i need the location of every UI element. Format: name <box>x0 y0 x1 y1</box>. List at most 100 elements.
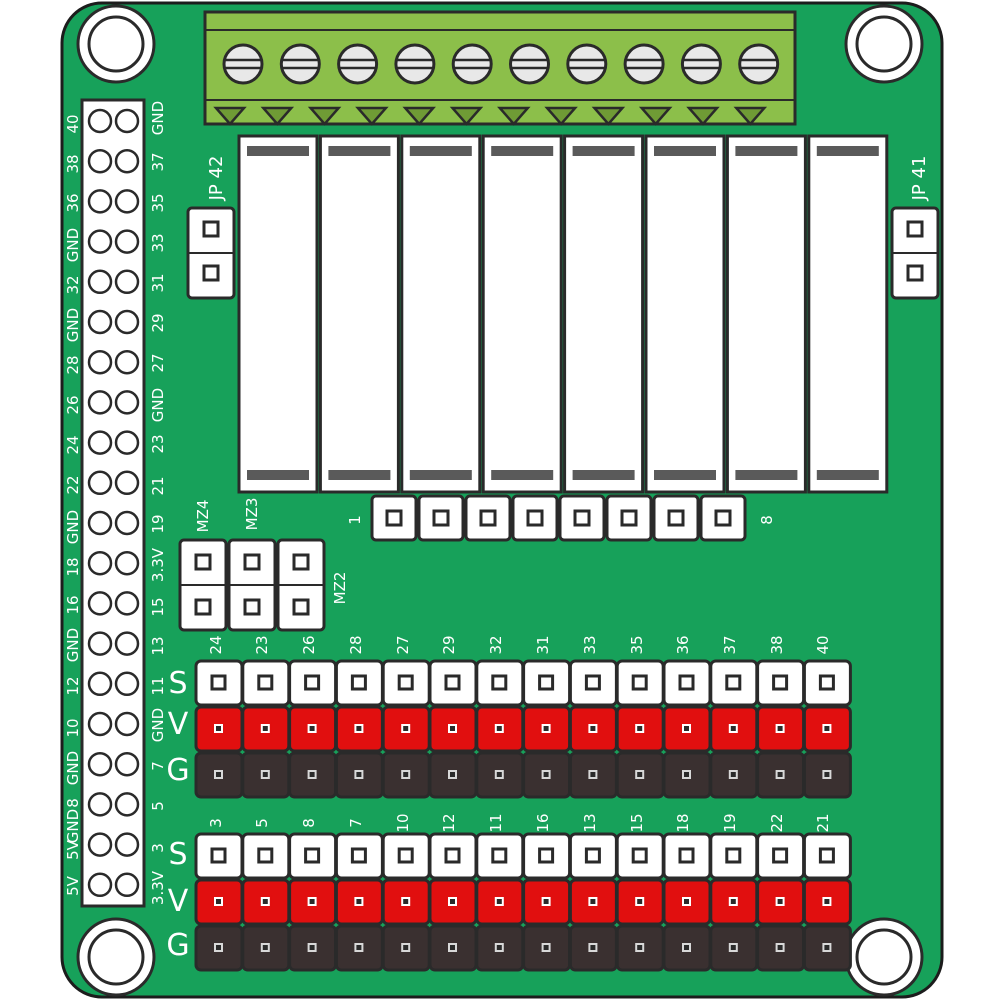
terminal-wire-entry <box>733 106 768 126</box>
voltage-pin <box>241 705 291 753</box>
jp41-label: JP 41 <box>909 156 930 202</box>
row-label-g-bottom: G <box>166 928 189 963</box>
row-label-v-top: V <box>168 707 189 742</box>
gpio-pin <box>114 390 140 415</box>
signal-pin <box>428 659 478 707</box>
bottom-col-label: 19 <box>721 813 739 832</box>
voltage-pin <box>756 705 806 753</box>
gpio-right-label: 3.3V <box>149 870 167 905</box>
signal-pin <box>756 832 806 880</box>
ground-pin <box>709 924 759 972</box>
signal-pin <box>288 659 338 707</box>
signal-pin <box>662 659 712 707</box>
ground-pin <box>241 924 291 972</box>
voltage-pin <box>709 878 759 926</box>
ground-pin <box>802 751 852 799</box>
gpio-pin <box>114 550 140 576</box>
voltage-pin <box>241 878 291 926</box>
gpio-pin <box>87 269 113 295</box>
signal-pin <box>709 832 759 880</box>
signal-pin <box>522 659 572 707</box>
terminal-wire-entry <box>355 106 389 126</box>
gpio-left-label: GND <box>64 751 82 785</box>
gpio-right-label: 29 <box>149 313 167 332</box>
terminal-wire-entry <box>544 106 578 126</box>
gpio-left-label: 22 <box>64 475 82 494</box>
voltage-pin <box>802 878 852 926</box>
terminal-wire-entry <box>497 106 531 126</box>
terminal-wire-entry <box>260 106 295 126</box>
bottom-col-label: 22 <box>768 813 786 832</box>
terminal-screw <box>337 43 379 85</box>
ground-pin <box>522 924 572 972</box>
signal-pin <box>568 832 618 880</box>
bottom-col-label: 11 <box>487 813 505 832</box>
gpio-left-label: 24 <box>64 435 82 454</box>
voltage-pin <box>709 705 759 753</box>
gpio-right-label: 37 <box>149 152 167 171</box>
gpio-pin <box>114 751 140 777</box>
gpio-right-label: 19 <box>149 514 167 533</box>
voltage-pin <box>802 705 852 753</box>
gpio-left-label: GND <box>64 510 82 544</box>
gpio-header-body <box>80 98 146 908</box>
bottom-col-label: 5 <box>253 818 271 828</box>
mz2-label: MZ2 <box>331 572 349 605</box>
top-col-label: 28 <box>347 635 365 654</box>
gpio-pin <box>87 349 113 375</box>
relay <box>400 134 482 494</box>
ground-pin <box>756 751 806 799</box>
ground-pin <box>381 751 431 799</box>
gpio-pin <box>87 631 113 656</box>
voltage-pin <box>194 878 244 926</box>
relay-input-pin <box>417 494 465 542</box>
voltage-pin <box>662 878 712 926</box>
gpio-pin <box>87 189 113 214</box>
gpio-right-label: 3.3V <box>149 547 167 582</box>
gpio-left-label: GND <box>64 628 82 662</box>
gpio-pin <box>87 430 113 455</box>
signal-pin <box>428 832 478 880</box>
voltage-pin <box>381 878 431 926</box>
ground-pin <box>662 924 712 972</box>
gpio-right-label: 15 <box>149 597 167 616</box>
voltage-pin <box>522 705 572 753</box>
gpio-left-label: 18 <box>64 557 82 576</box>
gpio-pin <box>114 792 140 817</box>
row-label-s-top: S <box>168 666 187 701</box>
gpio-header-40pin: 40 38 36 GND 32 GND 28 26 24 22 GND 18 1… <box>64 98 167 908</box>
relay <box>563 134 645 494</box>
relay-input-pin <box>370 494 418 542</box>
mounting-hole-top-right <box>844 4 924 84</box>
relay-header-start-label: 1 <box>346 515 364 525</box>
bottom-col-label: 12 <box>440 813 458 832</box>
gpio-left-label: 38 <box>64 154 82 173</box>
gpio-pin <box>114 631 140 656</box>
gpio-left-label: GND <box>64 228 82 262</box>
top-col-label: 37 <box>721 635 739 654</box>
row-label-v-bottom: V <box>168 884 189 919</box>
gpio-pin <box>87 671 113 697</box>
top-col-label: 32 <box>487 635 505 654</box>
screw-terminal-block <box>203 10 797 126</box>
mounting-hole-bottom-left <box>76 917 156 997</box>
gpio-pin <box>87 229 113 254</box>
terminal-screw <box>394 43 436 85</box>
voltage-pin <box>288 878 338 926</box>
ground-pin <box>662 751 712 799</box>
top-col-label: 24 <box>207 635 225 654</box>
gpio-pin <box>114 309 140 335</box>
voltage-pin <box>428 878 478 926</box>
relay-input-pin <box>699 494 747 542</box>
voltage-pin <box>568 878 618 926</box>
gpio-pin <box>114 148 140 174</box>
gpio-pin <box>87 872 113 898</box>
signal-pin <box>756 659 806 707</box>
mounting-hole-top-left <box>76 4 156 84</box>
gpio-left-label: 5V <box>64 839 82 860</box>
ground-pin <box>475 924 525 972</box>
gpio-right-label: 3 <box>149 843 167 853</box>
gpio-right-label: 11 <box>149 676 167 695</box>
ground-pin <box>381 924 431 972</box>
ground-pin <box>615 751 665 799</box>
